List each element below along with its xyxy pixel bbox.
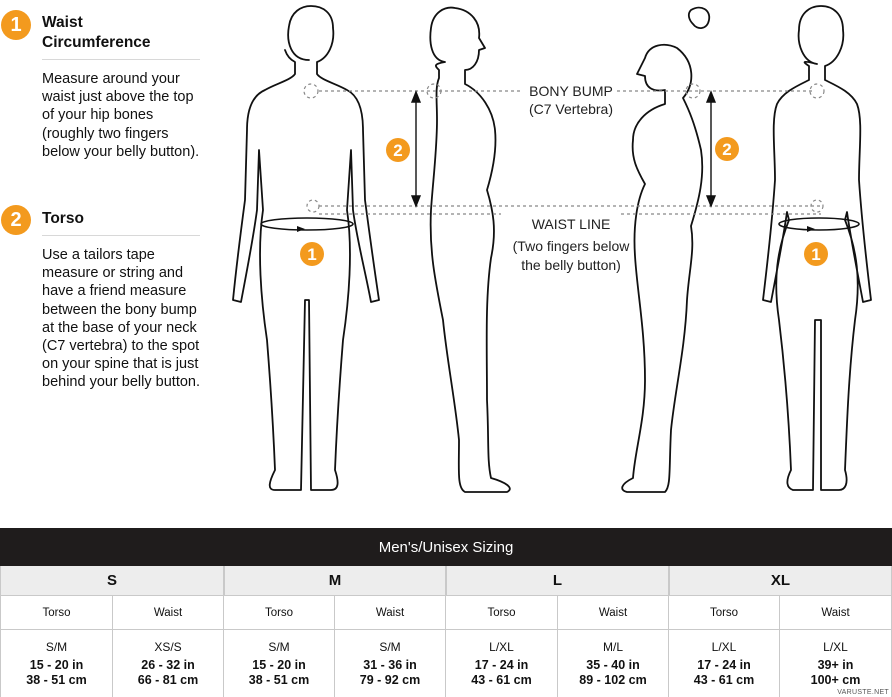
waist-line-sublabel-1: (Two fingers below xyxy=(513,238,631,254)
svg-text:2: 2 xyxy=(722,140,731,159)
bony-bump-marker xyxy=(685,83,701,99)
sub-header-torso: Torso xyxy=(446,596,558,630)
male-front-figure xyxy=(232,5,380,491)
table-cell: S/M 15 - 20 in 38 - 51 cm xyxy=(0,630,113,697)
cell-cm: 100+ cm xyxy=(810,673,861,687)
cell-range: XS/S xyxy=(154,640,182,654)
step-1-title-line1: Waist xyxy=(42,14,83,31)
cell-cm: 43 - 61 cm xyxy=(693,673,755,687)
body-measurement-illustration: 2 2 1 1 BONY BUMP (C7 Vertebra) WAIST LI… xyxy=(225,0,892,520)
marker-1-female: 1 xyxy=(804,242,828,266)
table-cell: L/XL 17 - 24 in 43 - 61 cm xyxy=(446,630,558,697)
marker-2-male: 2 xyxy=(386,138,410,162)
step-2-divider xyxy=(42,235,200,236)
svg-text:1: 1 xyxy=(811,245,820,264)
bony-bump-marker xyxy=(426,83,442,99)
marker-1-male: 1 xyxy=(300,242,324,266)
torso-arrow-female-head-top xyxy=(705,90,717,103)
male-side-figure xyxy=(429,6,511,493)
step-2-body: Use a tailors tape measure or string and… xyxy=(42,247,200,391)
size-header-m: M xyxy=(224,566,446,596)
step-2-badge: 2 xyxy=(1,205,31,235)
sub-header-waist: Waist xyxy=(335,596,446,630)
sub-header-torso: Torso xyxy=(224,596,335,630)
figures-svg: 2 2 1 1 BONY BUMP (C7 Vertebra) WAIST LI… xyxy=(232,5,872,493)
cell-inches: 31 - 36 in xyxy=(363,658,417,672)
cell-inches: 15 - 20 in xyxy=(29,658,84,672)
cell-cm: 89 - 102 cm xyxy=(579,673,647,687)
marker-2-female: 2 xyxy=(715,137,739,161)
cell-inches: 17 - 24 in xyxy=(697,658,751,672)
sizing-table-title: Men's/Unisex Sizing xyxy=(0,528,892,566)
cell-inches: 35 - 40 in xyxy=(586,658,640,672)
step-1-body: Measure around your waist just above the… xyxy=(42,71,200,160)
cell-cm: 66 - 81 cm xyxy=(137,673,199,687)
step-1-badge: 1 xyxy=(1,10,31,40)
svg-text:2: 2 xyxy=(393,141,402,160)
torso-arrow-male-head-top xyxy=(410,90,422,103)
cell-range: L/XL xyxy=(711,640,737,654)
cell-cm: 43 - 61 cm xyxy=(471,673,532,687)
female-hair-bun xyxy=(687,6,711,29)
cell-cm: 79 - 92 cm xyxy=(359,673,421,687)
step-2-title: Torso xyxy=(42,210,84,227)
sub-header-torso: Torso xyxy=(0,596,113,630)
size-header-l: L xyxy=(446,566,669,596)
watermark: VARUSTE.NET xyxy=(837,689,889,696)
sub-header-waist: Waist xyxy=(780,596,892,630)
table-cell: L/XL 17 - 24 in 43 - 61 cm xyxy=(669,630,780,697)
cell-cm: 38 - 51 cm xyxy=(26,673,87,687)
bony-bump-marker xyxy=(303,83,319,99)
size-header-xl: XL xyxy=(669,566,892,596)
torso-arrow-female-head-bottom xyxy=(705,195,717,208)
table-cell: L/XL 39+ in 100+ cm xyxy=(780,630,892,697)
cell-inches: 39+ in xyxy=(817,658,854,672)
table-cell: S/M 15 - 20 in 38 - 51 cm xyxy=(224,630,335,697)
bony-bump-sublabel: (C7 Vertebra) xyxy=(529,101,613,117)
size-header-s: S xyxy=(0,566,224,596)
sub-header-waist: Waist xyxy=(113,596,224,630)
cell-range: S/M xyxy=(379,640,401,654)
waist-arrow-male xyxy=(297,226,305,232)
cell-inches: 15 - 20 in xyxy=(252,658,306,672)
step-1-title: Waist Circumference xyxy=(42,13,151,53)
waist-tape-female xyxy=(778,217,860,231)
bony-bump-marker xyxy=(809,83,825,99)
table-cell: M/L 35 - 40 in 89 - 102 cm xyxy=(558,630,669,697)
female-side-figure xyxy=(621,43,704,493)
waist-arrow-female xyxy=(807,226,815,232)
waist-marker xyxy=(810,199,824,213)
cell-range: M/L xyxy=(602,640,623,654)
cell-range: S/M xyxy=(268,640,290,654)
cell-cm: 38 - 51 cm xyxy=(248,673,310,687)
waist-line-sublabel-2: the belly button) xyxy=(521,257,621,273)
cell-range: S/M xyxy=(45,640,68,654)
step-1-title-line2: Circumference xyxy=(42,34,151,51)
cell-range: L/XL xyxy=(489,640,514,654)
torso-arrow-male-head-bottom xyxy=(410,195,422,208)
sub-header-waist: Waist xyxy=(558,596,669,630)
cell-inches: 17 - 24 in xyxy=(474,658,529,672)
waist-line-label: WAIST LINE xyxy=(532,216,611,232)
sizing-grid: S M L XL Torso Waist Torso Waist Torso W… xyxy=(0,566,892,697)
waist-tape-male xyxy=(260,217,354,231)
step-1-divider xyxy=(42,59,200,60)
sub-header-torso: Torso xyxy=(669,596,780,630)
cell-range: L/XL xyxy=(823,640,848,654)
female-front-figure xyxy=(762,5,872,491)
table-cell: S/M 31 - 36 in 79 - 92 cm xyxy=(335,630,446,697)
svg-text:1: 1 xyxy=(307,245,316,264)
cell-inches: 26 - 32 in xyxy=(141,658,195,672)
waist-marker xyxy=(306,199,320,213)
instructions-panel: 1 Waist Circumference Measure around you… xyxy=(0,0,210,520)
sizing-table: Men's/Unisex Sizing S M L XL Torso Waist… xyxy=(0,528,892,697)
table-cell: XS/S 26 - 32 in 66 - 81 cm xyxy=(113,630,224,697)
bony-bump-label: BONY BUMP xyxy=(529,83,613,99)
